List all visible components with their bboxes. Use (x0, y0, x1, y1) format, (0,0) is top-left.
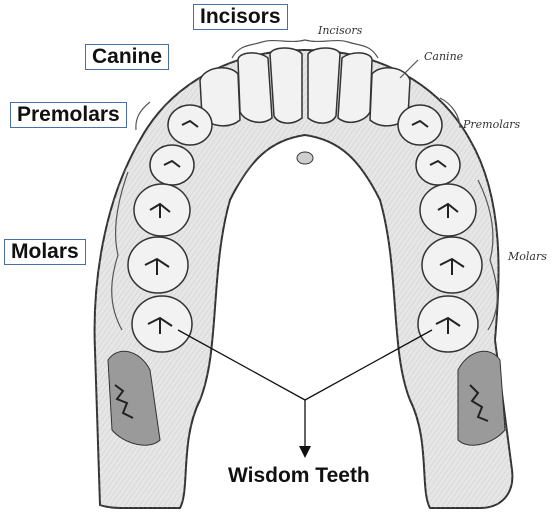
engraving-label-premolars: Premolars (463, 118, 520, 131)
engraving-label-molars: Molars (508, 250, 547, 263)
label-molars: Molars (4, 239, 86, 265)
label-wisdom-teeth: Wisdom Teeth (228, 464, 370, 488)
engraving-label-canine: Canine (424, 50, 463, 63)
wisdom-teeth-arrowhead (299, 446, 311, 458)
label-premolars: Premolars (10, 102, 127, 128)
label-canine: Canine (85, 44, 169, 70)
wisdom-teeth-pointers (178, 330, 432, 448)
label-incisors: Incisors (193, 4, 288, 30)
right-ramus-cavity (458, 351, 505, 445)
molar-teeth (128, 184, 482, 352)
engraving-label-incisors: Incisors (318, 24, 362, 37)
genial-tubercle (297, 152, 313, 164)
